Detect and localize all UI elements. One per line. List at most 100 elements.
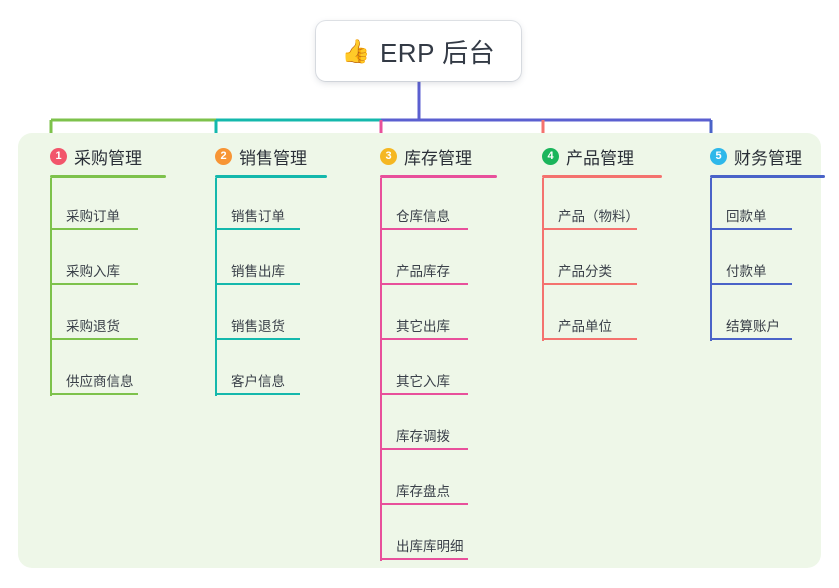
branch-item-label: 其它入库	[396, 374, 450, 389]
branch-item-underline	[50, 393, 138, 395]
branch-spine	[215, 178, 217, 396]
branch-item[interactable]: 产品分类	[522, 233, 662, 288]
branch-item-underline	[710, 228, 792, 230]
branch-column-财务管理: 5 财务管理回款单付款单结算账户	[690, 143, 825, 343]
branch-item-underline	[542, 228, 637, 230]
branch-item-underline	[380, 503, 468, 505]
branch-spine	[380, 178, 382, 561]
branch-spine	[710, 178, 712, 341]
branch-item[interactable]: 产品库存	[360, 233, 497, 288]
branch-title: 销售管理	[239, 148, 307, 168]
branch-item-underline	[380, 283, 468, 285]
branch-header-underline	[542, 175, 662, 178]
branch-item-underline	[710, 283, 792, 285]
branch-item-underline	[215, 393, 300, 395]
branch-item[interactable]: 采购入库	[30, 233, 166, 288]
branch-header-财务管理[interactable]: 5 财务管理	[690, 143, 825, 169]
thumbs-up-icon: 👍	[341, 37, 371, 64]
branch-item[interactable]: 出库库明细	[360, 508, 497, 563]
branch-items: 产品（物料） 产品分类产品单位	[522, 178, 662, 343]
branch-item-label: 付款单	[726, 264, 767, 279]
branch-badge-5: 5	[710, 147, 727, 165]
branch-title: 采购管理	[74, 148, 142, 168]
branch-items: 销售订单销售出库销售退货客户信息	[195, 178, 327, 398]
branch-header-underline	[215, 175, 327, 178]
branch-column-销售管理: 2 销售管理销售订单销售出库销售退货客户信息	[195, 143, 327, 398]
branch-item[interactable]: 结算账户	[690, 288, 825, 343]
branch-item-underline	[50, 228, 138, 230]
branch-item-underline	[50, 283, 138, 285]
branch-item-underline	[215, 228, 300, 230]
branch-item[interactable]: 产品单位	[522, 288, 662, 343]
branch-item[interactable]: 库存盘点	[360, 453, 497, 508]
branch-item-underline	[215, 338, 300, 340]
branch-header-采购管理[interactable]: 1 采购管理	[30, 143, 166, 169]
branch-item-label: 供应商信息	[66, 374, 134, 389]
root-node[interactable]: 👍 ERP 后台	[316, 21, 521, 81]
branch-column-采购管理: 1 采购管理采购订单采购入库采购退货供应商信息	[30, 143, 166, 398]
branch-item-label: 产品库存	[396, 264, 450, 279]
branch-items: 采购订单采购入库采购退货供应商信息	[30, 178, 166, 398]
branch-item[interactable]: 采购退货	[30, 288, 166, 343]
branch-item-underline	[710, 338, 792, 340]
branch-header-销售管理[interactable]: 2 销售管理	[195, 143, 327, 169]
branch-spine	[50, 178, 52, 396]
branch-item-label: 销售出库	[231, 264, 285, 279]
branch-item[interactable]: 其它出库	[360, 288, 497, 343]
branch-item-label: 销售退货	[231, 319, 285, 334]
branch-item-label: 销售订单	[231, 209, 285, 224]
branch-item-label: 回款单	[726, 209, 767, 224]
branch-item-label: 仓库信息	[396, 209, 450, 224]
branch-item-label: 采购退货	[66, 319, 120, 334]
branch-item-label: 其它出库	[396, 319, 450, 334]
branch-items: 回款单付款单结算账户	[690, 178, 825, 343]
branch-item-underline	[380, 393, 468, 395]
branch-item-label: 结算账户	[726, 319, 780, 334]
branch-item[interactable]: 仓库信息	[360, 178, 497, 233]
branch-item[interactable]: 客户信息	[195, 343, 327, 398]
branch-badge-1: 1	[50, 147, 67, 165]
root-title: ERP 后台	[379, 37, 496, 68]
branches-panel	[18, 133, 821, 568]
branch-item-underline	[215, 283, 300, 285]
branch-item[interactable]: 供应商信息	[30, 343, 166, 398]
branch-item[interactable]: 库存调拨	[360, 398, 497, 453]
branch-column-产品管理: 4 产品管理产品（物料） 产品分类产品单位	[522, 143, 662, 343]
branch-items: 仓库信息产品库存其它出库其它入库库存调拨库存盘点出库库明细	[360, 178, 497, 563]
root-label: 👍 ERP 后台	[342, 33, 495, 70]
branch-item-label: 库存盘点	[396, 484, 450, 499]
branch-item[interactable]: 销售出库	[195, 233, 327, 288]
branch-item-underline	[50, 338, 138, 340]
branch-title: 财务管理	[734, 148, 802, 168]
branch-item[interactable]: 销售订单	[195, 178, 327, 233]
branch-item[interactable]: 采购订单	[30, 178, 166, 233]
branch-badge-4: 4	[542, 147, 559, 165]
branch-item-label: 客户信息	[231, 374, 285, 389]
branch-item-underline	[380, 558, 468, 560]
branch-item-label: 库存调拨	[396, 429, 450, 444]
branch-spine	[542, 178, 544, 341]
branch-item[interactable]: 其它入库	[360, 343, 497, 398]
branch-title: 产品管理	[566, 148, 634, 168]
branch-badge-3: 3	[380, 147, 397, 165]
branch-item[interactable]: 付款单	[690, 233, 825, 288]
branch-item-underline	[380, 448, 468, 450]
branch-item-label: 产品单位	[558, 319, 612, 334]
branch-item-underline	[380, 228, 468, 230]
branch-item-underline	[542, 283, 637, 285]
branch-badge-2: 2	[215, 147, 232, 165]
branch-item-label: 采购订单	[66, 209, 120, 224]
branch-header-产品管理[interactable]: 4 产品管理	[522, 143, 662, 169]
branch-item[interactable]: 销售退货	[195, 288, 327, 343]
branch-header-underline	[710, 175, 825, 178]
branch-item[interactable]: 回款单	[690, 178, 825, 233]
branch-header-underline	[380, 175, 497, 178]
branch-item-label: 产品分类	[558, 264, 612, 279]
branch-item[interactable]: 产品（物料）	[522, 178, 662, 233]
branch-header-underline	[50, 175, 166, 178]
branch-item-underline	[380, 338, 468, 340]
branch-item-label: 采购入库	[66, 264, 120, 279]
